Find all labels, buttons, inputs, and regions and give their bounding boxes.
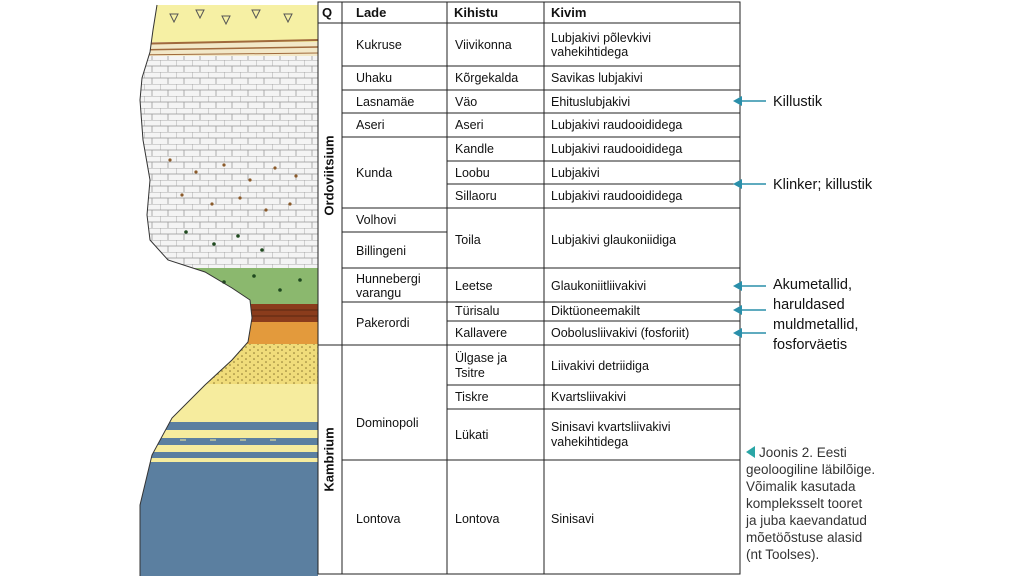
stage-uhaku: Uhaku bbox=[356, 71, 393, 85]
rock-turisalu: Diktüoneemakilt bbox=[551, 304, 640, 318]
figure-caption: Joonis 2. Eesti geoloogiline läbilõige. … bbox=[746, 444, 906, 563]
rock-aseri: Lubjakivi raudooididega bbox=[551, 118, 683, 132]
header-kivim: Kivim bbox=[551, 5, 587, 20]
rock-kallavere: Oobolusliivakivi (fosforiit) bbox=[551, 326, 690, 340]
rock-kandle: Lubjakivi raudooididega bbox=[551, 142, 683, 156]
stage-lasnamae: Lasnamäe bbox=[356, 95, 415, 109]
rock-viivikonna-line1: Lubjakivi põlevkivi bbox=[551, 31, 652, 45]
period-ordovician: Ordoviitsium bbox=[321, 135, 337, 216]
annotation-metals-line4: fosforväetis bbox=[773, 337, 848, 353]
formation-vao: Väo bbox=[455, 95, 478, 109]
formation-korgekalda: Kõrgekalda bbox=[455, 71, 519, 85]
stage-aseri: Aseri bbox=[356, 118, 385, 132]
rock-toila: Lubjakivi glaukoniidiga bbox=[551, 233, 677, 247]
stage-lontova: Lontova bbox=[356, 512, 401, 526]
annotation-metals-line3: muldmetallid, bbox=[773, 317, 859, 333]
formation-tiskre: Tiskre bbox=[455, 390, 489, 404]
caption-line4: kompleksselt tooret bbox=[746, 496, 863, 511]
formation-leetse: Leetse bbox=[455, 279, 493, 293]
formation-aseri: Aseri bbox=[455, 118, 484, 132]
column-outline bbox=[139, 4, 253, 576]
rock-tiskre: Kvartsliivakivi bbox=[551, 390, 627, 404]
rock-loobu: Lubjakivi bbox=[551, 166, 600, 180]
limestone-ooids bbox=[168, 158, 298, 212]
formation-turisalu: Türisalu bbox=[455, 304, 500, 318]
layer-quaternary bbox=[140, 5, 318, 42]
formation-sillaoru: Sillaoru bbox=[455, 189, 497, 203]
rock-korgekalda: Savikas lubjakivi bbox=[551, 71, 643, 85]
caption-line1: Joonis 2. Eesti bbox=[759, 445, 847, 460]
caption-line5: ja juba kaevandatud bbox=[746, 513, 867, 528]
rock-leetse: Glaukoniitliivakivi bbox=[551, 279, 647, 293]
rock-ulgase: Liivakivi detriidiga bbox=[551, 359, 649, 373]
arrows bbox=[733, 96, 766, 338]
formation-kallavere: Kallavere bbox=[455, 326, 508, 340]
stage-kukruse: Kukruse bbox=[356, 38, 402, 52]
header-lade: Lade bbox=[356, 5, 387, 20]
formation-lukati: Lükati bbox=[455, 428, 489, 442]
stage-hunnebergi-line1: Hunnebergi bbox=[356, 272, 421, 286]
stage-billingeni: Billingeni bbox=[356, 244, 407, 258]
annotation-killustik: Killustik bbox=[773, 94, 823, 110]
geological-column bbox=[139, 4, 318, 576]
layer-limestone bbox=[140, 56, 318, 268]
rock-sillaoru: Lubjakivi raudooididega bbox=[551, 189, 683, 203]
rock-lukati-line1: Sinisavi kvartsliivakivi bbox=[551, 420, 671, 434]
formation-viivikonna: Viivikonna bbox=[455, 38, 512, 52]
caption-line3: Võimalik kasutada bbox=[746, 479, 856, 494]
caption-line2: geoloogiline läbilõige. bbox=[746, 462, 876, 477]
annotation-klinker: Klinker; killustik bbox=[773, 177, 873, 193]
caption-line7: (nt Toolses). bbox=[746, 547, 820, 562]
stage-kunda: Kunda bbox=[356, 166, 393, 180]
formation-kandle: Kandle bbox=[455, 142, 494, 156]
quaternary-symbols bbox=[169, 9, 293, 26]
caption-line6: mõetöõstuse alasid bbox=[746, 530, 863, 545]
formation-lontova: Lontova bbox=[455, 512, 500, 526]
formation-toila: Toila bbox=[455, 233, 481, 247]
glauconite-grains bbox=[184, 230, 302, 292]
stage-dominopoli: Dominopoli bbox=[356, 416, 419, 430]
formation-loobu: Loobu bbox=[455, 166, 490, 180]
rock-viivikonna-line2: vahekihtidega bbox=[551, 45, 629, 59]
formation-ulgase-line2: Tsitre bbox=[455, 366, 485, 380]
annotation-metals-line2: haruldased bbox=[773, 297, 845, 313]
stage-volhovi: Volhovi bbox=[356, 213, 397, 227]
period-cambrian: Kambrium bbox=[321, 427, 337, 492]
rock-vao: Ehituslubjakivi bbox=[551, 95, 631, 109]
stage-hunnebergi-line2: varangu bbox=[356, 286, 402, 300]
header-q: Q bbox=[322, 5, 333, 20]
caption-triangle-icon bbox=[746, 446, 755, 458]
stage-pakerordi: Pakerordi bbox=[356, 316, 410, 330]
rock-lontova: Sinisavi bbox=[551, 512, 595, 526]
layer-blue-clay bbox=[140, 462, 318, 576]
annotation-metals-line1: Akumetallid, bbox=[773, 277, 852, 293]
formation-ulgase-line1: Ülgase ja bbox=[455, 351, 508, 365]
header-kihistu: Kihistu bbox=[454, 5, 499, 20]
rock-lukati-line2: vahekihtidega bbox=[551, 435, 629, 449]
